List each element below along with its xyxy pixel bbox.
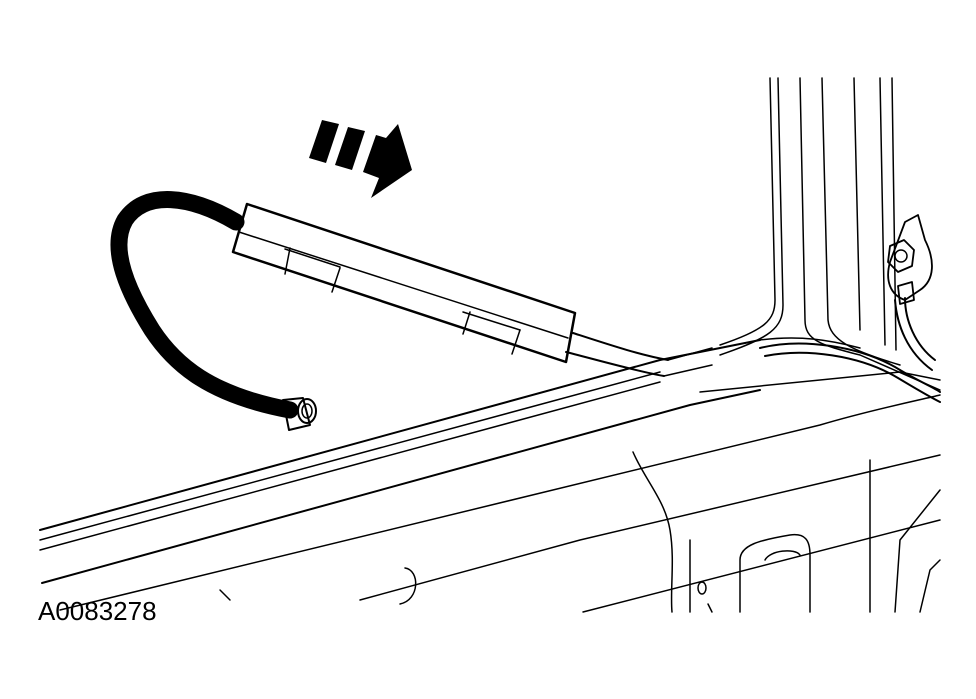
inline-module (231, 202, 577, 364)
pillar-wire (759, 297, 941, 403)
lower-door-panel (632, 451, 941, 613)
braided-strap (110, 191, 299, 419)
door-pillar (719, 77, 941, 391)
direction-arrows (309, 120, 412, 198)
ground-bolt (887, 214, 933, 305)
body-panel (39, 339, 941, 613)
arrow-dash-1 (309, 120, 339, 163)
strap-ferrule (282, 397, 317, 431)
figure-id-label: A0083278 (38, 596, 157, 626)
arrow-dash-2 (335, 127, 365, 170)
arrow-head (363, 124, 412, 198)
